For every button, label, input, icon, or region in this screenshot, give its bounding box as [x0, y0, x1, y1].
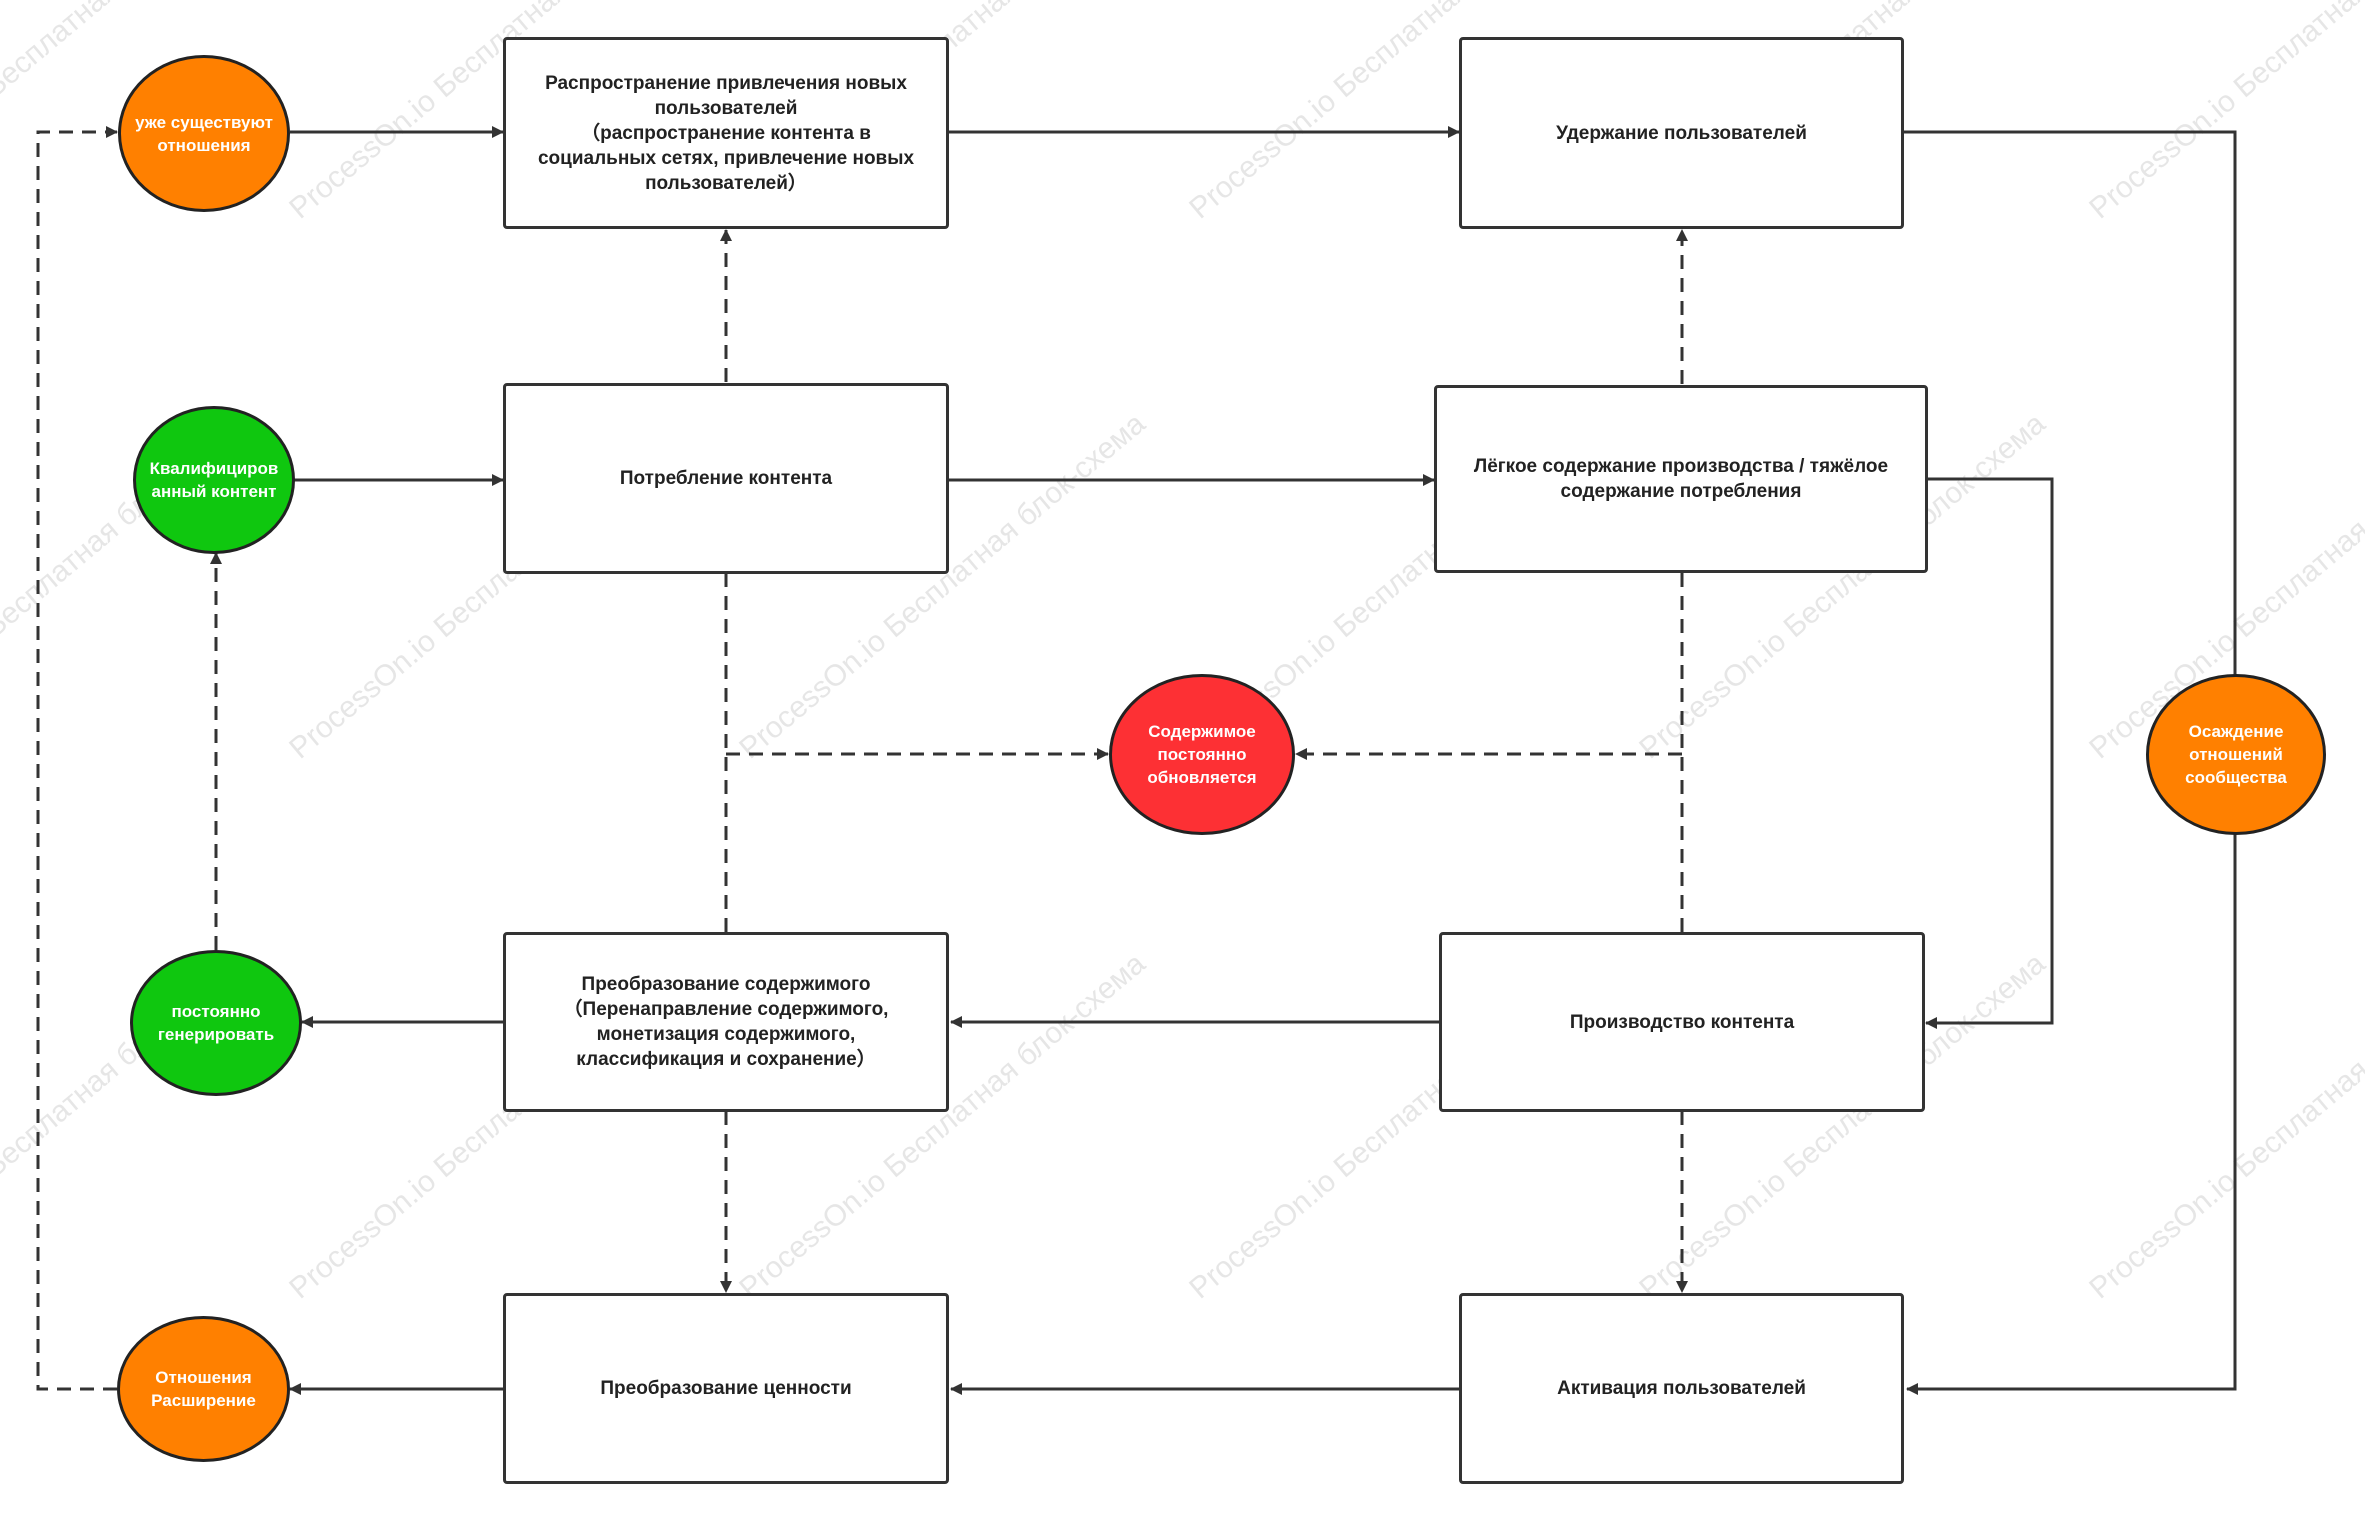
node-existing-relations[interactable]: уже существуют отношения — [118, 55, 290, 212]
node-relations-expansion[interactable]: Отношения Расширение — [117, 1316, 290, 1462]
edge-lightheavy-to-production — [1925, 477, 2054, 1029]
node-content-consumption[interactable]: Потребление контента — [503, 383, 949, 574]
edge-expand-to-existing-loop — [36, 126, 118, 1391]
node-content-production[interactable]: Производство контента — [1439, 932, 1925, 1112]
node-user-activation[interactable]: Активация пользователей — [1459, 1293, 1904, 1484]
node-value-transformation[interactable]: Преобразование ценности — [503, 1293, 949, 1484]
node-user-retention[interactable]: Удержание пользователей — [1459, 37, 1904, 229]
node-qualified-content[interactable]: Квалифициров анный контент — [133, 406, 295, 554]
node-content-updating[interactable]: Содержимое постоянно обновляется — [1109, 674, 1295, 835]
node-content-transformation[interactable]: Преобразование содержимого （Перенаправле… — [503, 932, 949, 1112]
node-continuous-generate[interactable]: постоянно генерировать — [130, 950, 302, 1096]
node-community-relations[interactable]: Осаждение отношений сообщества — [2146, 674, 2326, 835]
node-spread-new-users[interactable]: Распространение привлечения новых пользо… — [503, 37, 949, 229]
node-light-heavy-content[interactable]: Лёгкое содержание производства / тяжёлое… — [1434, 385, 1928, 573]
